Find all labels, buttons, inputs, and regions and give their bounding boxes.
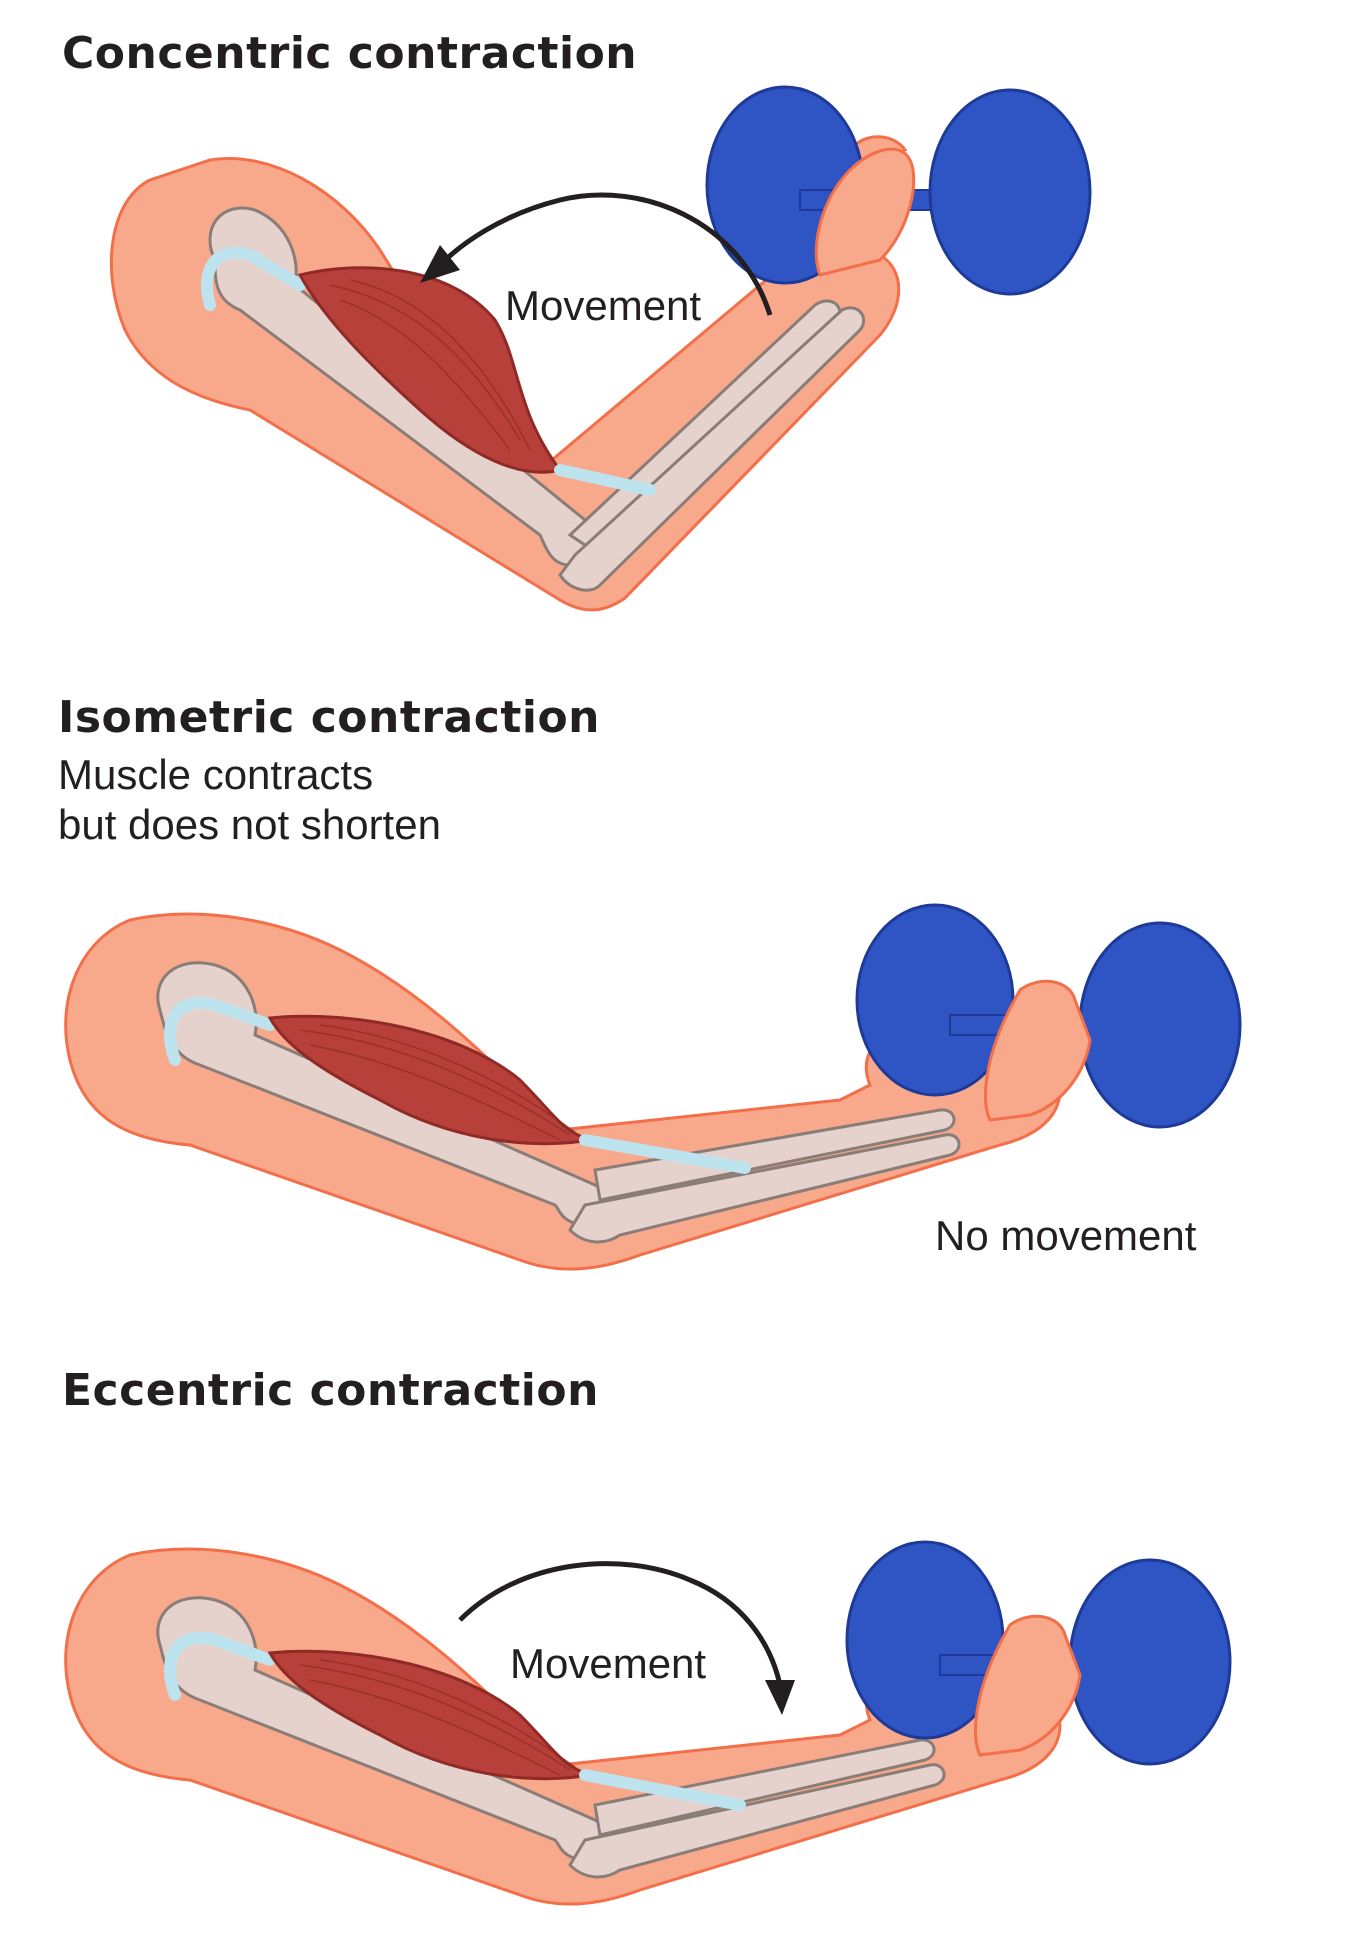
ulna-bone bbox=[568, 1763, 946, 1879]
no-movement-label: No movement bbox=[935, 1212, 1197, 1259]
ulna-bone bbox=[558, 306, 866, 592]
isometric-arm-illustration bbox=[64, 903, 1242, 1271]
upper-tendon bbox=[200, 246, 306, 311]
radius-bone bbox=[593, 1108, 956, 1202]
lower-tendon bbox=[579, 1769, 746, 1811]
isometric-title: Isometric contraction bbox=[58, 692, 601, 743]
hand bbox=[974, 1614, 1082, 1757]
upper-tendon bbox=[164, 1631, 276, 1701]
lower-tendon bbox=[579, 1134, 751, 1174]
movement-arrow bbox=[438, 192, 773, 316]
muscle-striations bbox=[299, 1659, 576, 1776]
dumbbell bbox=[855, 903, 1242, 1129]
arrowhead bbox=[420, 245, 460, 283]
eccentric-title: Eccentric contraction bbox=[62, 1365, 599, 1416]
eccentric-arm-illustration bbox=[64, 1540, 1232, 1906]
hand bbox=[814, 147, 916, 277]
upper-tendon bbox=[164, 996, 276, 1066]
hand bbox=[984, 979, 1092, 1122]
arrowhead bbox=[765, 1680, 795, 1715]
isometric-subtitle-line-2: but does not shorten bbox=[58, 801, 441, 848]
dumbbell bbox=[845, 1540, 1232, 1766]
lower-tendon bbox=[554, 464, 656, 496]
ulna-bone bbox=[568, 1133, 961, 1244]
muscle-striations bbox=[299, 1024, 576, 1141]
movement-arrow bbox=[458, 1561, 783, 1686]
concentric-movement-label: Movement bbox=[505, 282, 702, 329]
isometric-subtitle: Muscle contracts but does not shorten bbox=[58, 750, 441, 850]
eccentric-movement-label: Movement bbox=[510, 1640, 707, 1687]
isometric-subtitle-line-1: Muscle contracts bbox=[58, 751, 374, 798]
concentric-title: Concentric contraction bbox=[62, 28, 638, 79]
radius-bone bbox=[593, 1738, 936, 1837]
concentric-arm-illustration bbox=[109, 85, 1092, 612]
muscle-striations bbox=[329, 279, 531, 451]
